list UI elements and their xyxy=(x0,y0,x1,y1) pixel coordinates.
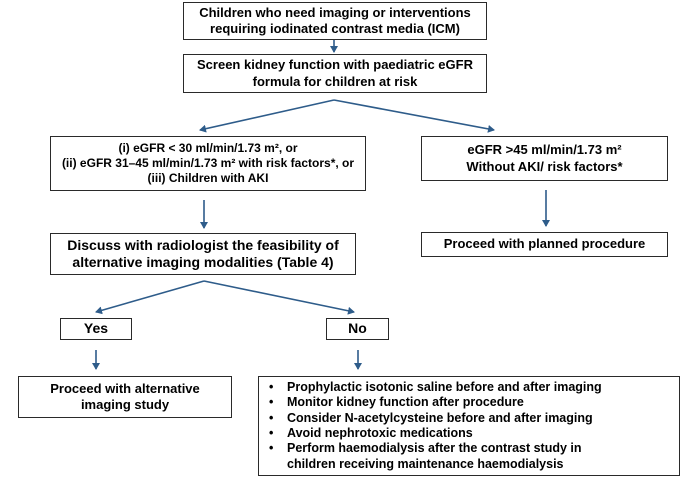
no-label: No xyxy=(348,320,367,337)
alternative-imaging-box: Proceed with alternative imaging study xyxy=(18,376,232,418)
precautions-list: Prophylactic isotonic saline before and … xyxy=(269,380,602,472)
alternative-line-2: imaging study xyxy=(80,397,170,412)
high-risk-criteria-box: (i) eGFR < 30 ml/min/1.73 m², or (ii) eG… xyxy=(50,136,366,191)
arrow-screen-to-right xyxy=(333,99,495,133)
proceed-planned-box: Proceed with planned procedure xyxy=(421,232,668,257)
icm-line-1: Children who need imaging or interventio… xyxy=(199,4,471,20)
criteria-line-2: (ii) eGFR 31–45 ml/min/1.73 m² with risk… xyxy=(61,156,355,170)
yes-box: Yes xyxy=(60,318,132,340)
low-risk-line-1: eGFR >45 ml/min/1.73 m² xyxy=(467,142,622,158)
discuss-radiologist-box: Discuss with radiologist the feasibility… xyxy=(50,233,356,275)
discuss-line-2: alternative imaging modalities (Table 4) xyxy=(72,254,334,270)
precaution-item-monitor: Monitor kidney function after procedure xyxy=(269,395,602,411)
icm-line-2: requiring iodinated contrast media (ICM) xyxy=(210,21,460,36)
criteria-line-3: (iii) Children with AKI xyxy=(147,171,269,185)
no-box: No xyxy=(326,318,389,340)
arrow-discuss-to-no xyxy=(203,280,355,315)
screen-line-2: formula for children at risk xyxy=(252,73,418,89)
icm-children-box: Children who need imaging or interventio… xyxy=(183,2,487,40)
low-risk-line-2: Without AKI/ risk factors* xyxy=(466,158,623,174)
low-risk-criteria-box: eGFR >45 ml/min/1.73 m² Without AKI/ ris… xyxy=(421,136,668,181)
arrow-screen-to-left xyxy=(199,99,335,133)
yes-label: Yes xyxy=(83,320,109,337)
arrow-discuss-to-yes xyxy=(95,280,205,315)
precaution-item-nephrotoxic: Avoid nephrotoxic medications xyxy=(269,426,602,442)
criteria-line-1: (i) eGFR < 30 ml/min/1.73 m², or xyxy=(118,141,298,155)
screen-kidney-box: Screen kidney function with paediatric e… xyxy=(183,54,487,93)
screen-line-1: Screen kidney function with paediatric e… xyxy=(197,57,473,73)
discuss-line-1: Discuss with radiologist the feasibility… xyxy=(67,236,339,253)
alternative-line-1: Proceed with alternative xyxy=(50,380,200,396)
precautions-box: Prophylactic isotonic saline before and … xyxy=(258,376,680,476)
precaution-item-haemodialysis: Perform haemodialysis after the contrast… xyxy=(269,441,602,472)
precaution-item-saline: Prophylactic isotonic saline before and … xyxy=(269,380,602,396)
precaution-item-nac: Consider N-acetylcysteine before and aft… xyxy=(269,411,602,427)
proceed-planned-label: Proceed with planned procedure xyxy=(443,236,646,252)
